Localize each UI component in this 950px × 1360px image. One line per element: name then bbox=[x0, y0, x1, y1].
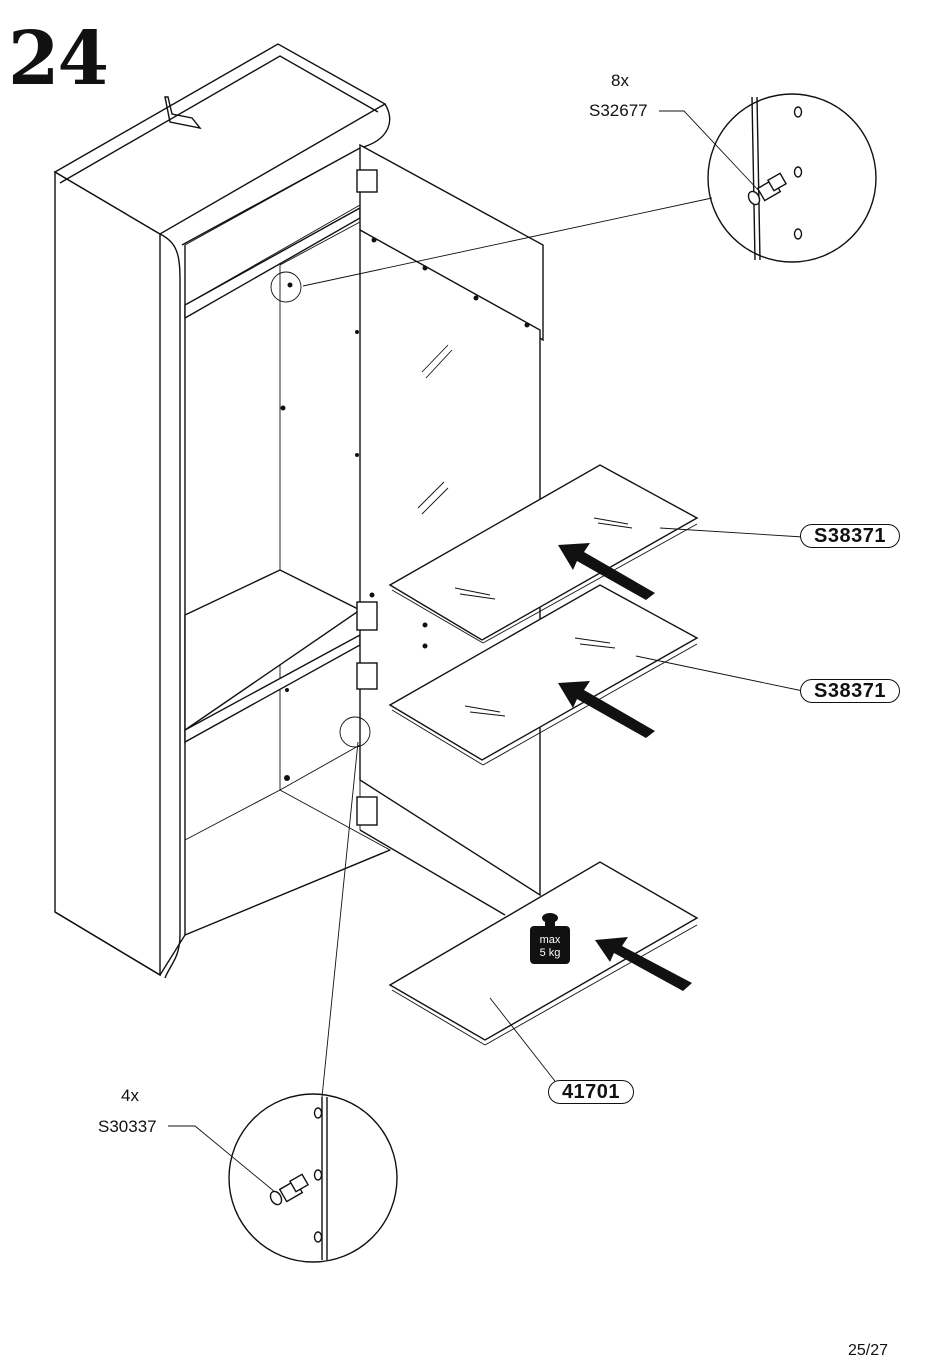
part-label-glass-shelf-1: S38371 bbox=[800, 524, 900, 548]
step-number: 24 bbox=[8, 22, 107, 96]
weight-label-kg: 5 kg bbox=[534, 948, 566, 959]
page-number: 25/27 bbox=[848, 1342, 888, 1360]
callout-bottom-code: S30337 bbox=[98, 1118, 157, 1135]
callout-top-code: S32677 bbox=[589, 102, 648, 119]
part-label-glass-shelf-2: S38371 bbox=[800, 679, 900, 703]
detail-magnifier-icon bbox=[708, 94, 876, 262]
weight-label-max: max bbox=[536, 935, 564, 946]
part-label-bottom-shelf: 41701 bbox=[548, 1080, 634, 1104]
cabinet bbox=[55, 44, 390, 978]
callout-top-qty: 8x bbox=[611, 72, 629, 89]
callout-bottom-qty: 4x bbox=[121, 1087, 139, 1104]
detail-magnifier-icon bbox=[229, 1094, 397, 1262]
